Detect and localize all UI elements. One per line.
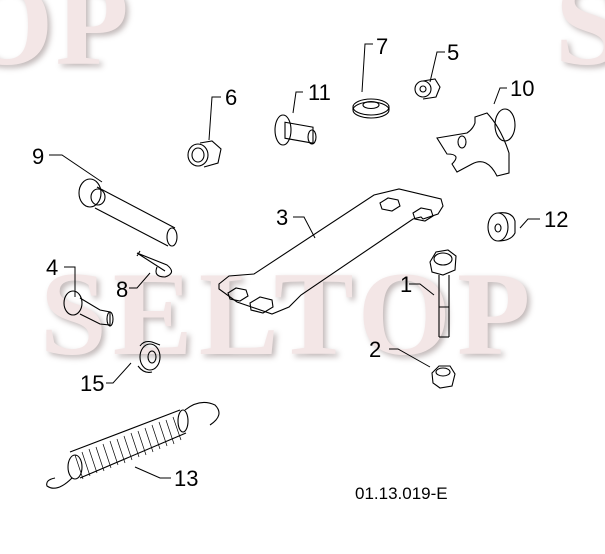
locknut-2 [431,365,456,389]
washer-7 [352,98,390,119]
callout-6: 6 [225,85,238,110]
callout-9: 9 [32,144,45,169]
callout-5: 5 [447,40,460,65]
nut-5 [414,78,441,100]
callout-1: 1 [400,272,413,297]
carriage-bolt-11 [274,114,317,146]
watermark-top-right: S [555,0,605,90]
callout-10: 10 [510,76,535,101]
callout-11: 11 [308,80,331,105]
spring-13 [46,401,220,489]
bushing-12 [487,212,516,242]
callout-12: 12 [544,207,569,232]
watermark-top-left: OP [0,0,131,90]
locknut-6 [187,140,222,168]
hairpin-clip-8 [136,250,173,278]
callout-13: 13 [174,466,199,491]
callout-15: 15 [80,371,105,396]
link-bar-3 [218,188,444,315]
spacer-15 [137,340,161,373]
diagram-code: 01.13.019-E [355,484,448,503]
callout-4: 4 [46,255,59,280]
callout-2: 2 [369,337,382,362]
callout-8: 8 [116,277,129,302]
callout-7: 7 [376,34,389,59]
callout-3: 3 [276,205,289,230]
knob-10 [436,108,516,177]
leader-lines [49,43,540,479]
pin-bolt-9 [78,178,178,247]
shoulder-bolt-4 [63,290,114,327]
bolt-1 [429,249,457,338]
